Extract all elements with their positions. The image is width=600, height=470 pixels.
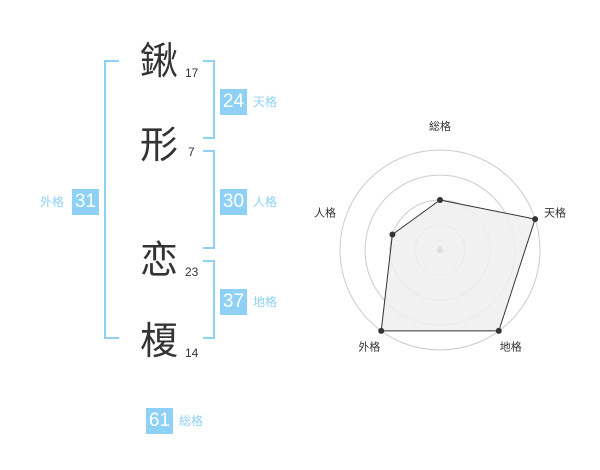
chikaku-label: 地格 (253, 295, 278, 309)
soukaku-value: 61 (146, 408, 173, 434)
gaikaku-bracket (104, 60, 119, 339)
tenkaku-value: 24 (220, 89, 247, 115)
name-char-2: 形 (140, 123, 179, 167)
radar-ring-4 (339, 149, 541, 351)
radar-label-3: 地格 (500, 340, 522, 354)
radar-center-dot (437, 247, 443, 253)
name-char-3-strokes: 23 (185, 265, 199, 279)
name-char-4-strokes: 14 (185, 346, 199, 360)
jinkaku-value: 30 (220, 189, 247, 215)
name-char-1: 鍬 (140, 39, 179, 83)
radar-polygon (380, 199, 536, 332)
chikaku-value: 37 (220, 289, 247, 315)
chikaku-bracket (203, 260, 215, 339)
radar-label-4: 外格 (358, 340, 380, 354)
jinkaku-label: 人格 (253, 195, 278, 209)
radar-label-2: 天格 (544, 205, 566, 219)
name-char-4: 榎 (140, 319, 179, 363)
gaikaku-value: 31 (72, 189, 99, 215)
radar-point-2 (532, 216, 539, 223)
radar-point-3 (495, 327, 502, 334)
radar-point-4 (378, 327, 385, 334)
radar-point-1 (437, 197, 443, 203)
name-char-3: 恋 (140, 238, 179, 282)
name-char-2-strokes: 7 (188, 145, 195, 159)
tenkaku-bracket (203, 60, 215, 139)
tenkaku-label: 天格 (253, 95, 278, 109)
name-char-1-strokes: 17 (185, 66, 199, 80)
gaikaku-label: 外格 (40, 195, 65, 209)
jinkaku-bracket (203, 150, 215, 249)
soukaku-label: 総格 (179, 414, 204, 428)
radar-point-5 (389, 231, 396, 238)
radar-label-1: 総格 (429, 119, 451, 133)
radar-label-5: 人格 (314, 205, 336, 219)
